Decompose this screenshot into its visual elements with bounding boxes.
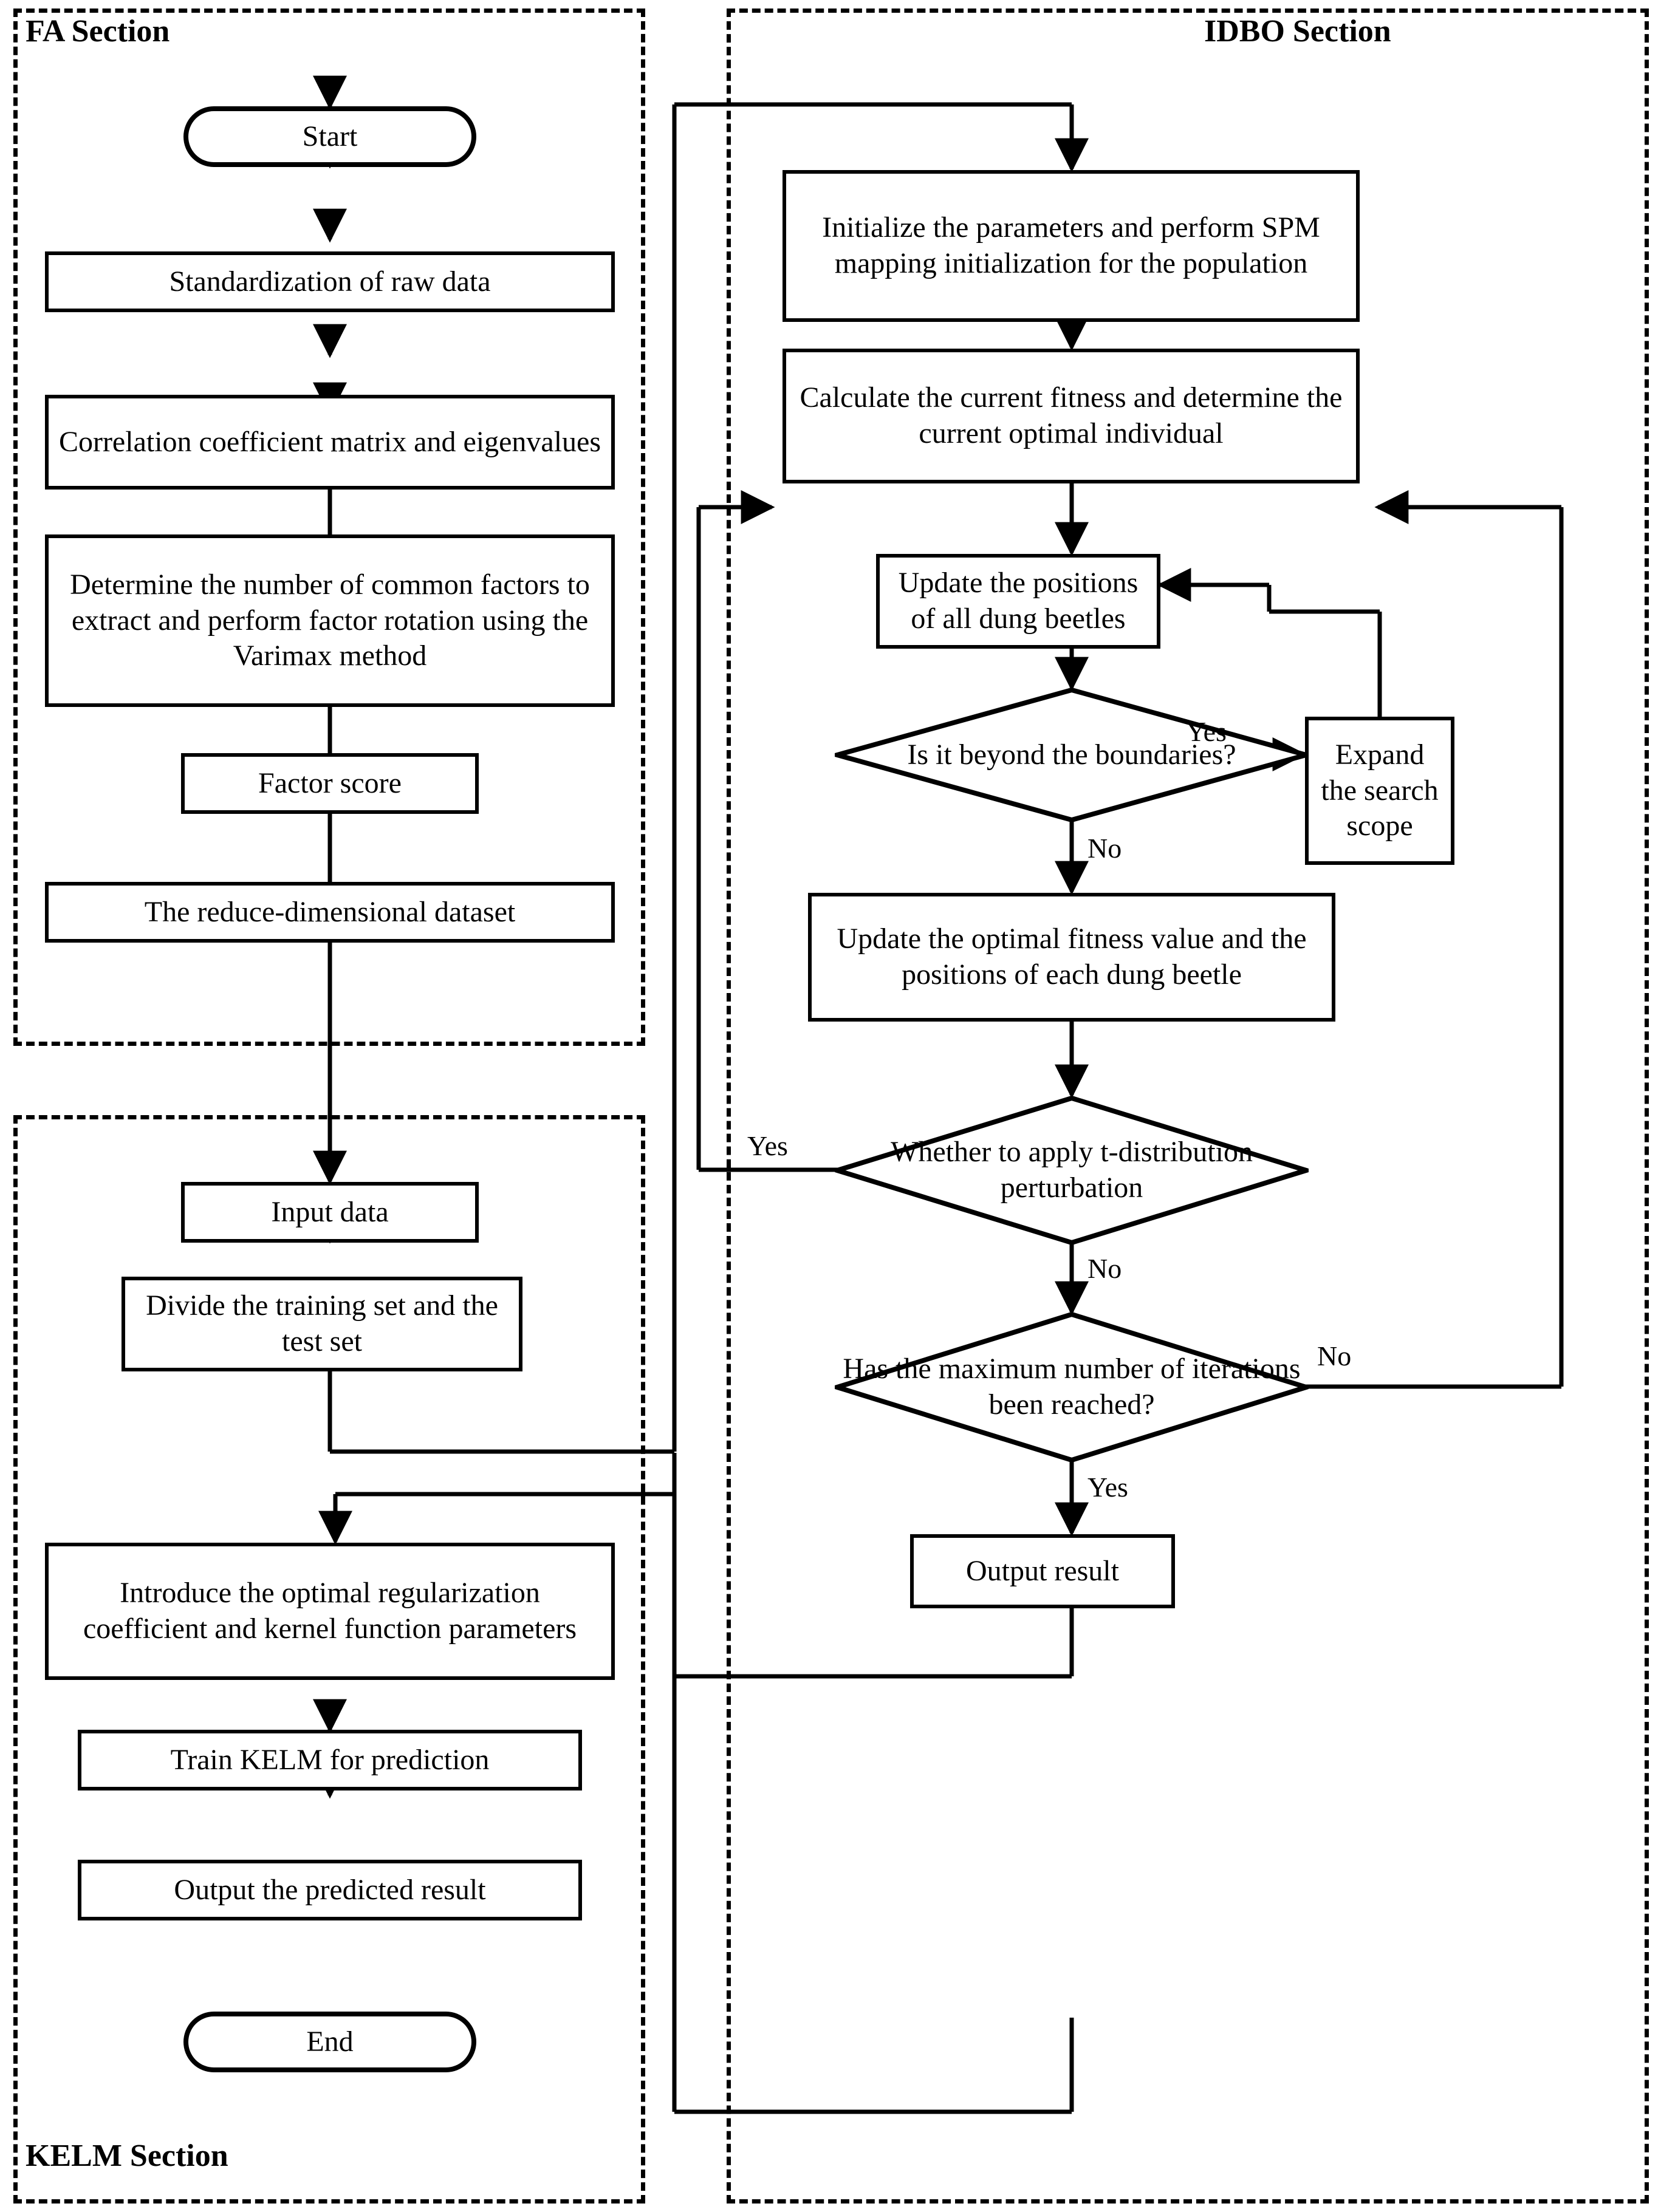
node-beyond-bounds[interactable]: Is it beyond the boundaries?: [835, 688, 1309, 822]
edge-label-bounds-no: No: [1087, 833, 1122, 864]
node-factor-score[interactable]: Factor score: [181, 753, 479, 814]
node-input-data[interactable]: Input data: [181, 1182, 479, 1243]
node-standardization[interactable]: Standardization of raw data: [45, 251, 615, 312]
node-introduce-params-label: Introduce the optimal regularization coe…: [83, 1577, 577, 1645]
node-end[interactable]: End: [183, 2012, 476, 2072]
section-title-idbo: IDBO Section: [1204, 14, 1391, 49]
node-max-iterations[interactable]: Has the maximum number of iterations bee…: [835, 1312, 1309, 1463]
node-output-result[interactable]: Output result: [910, 1534, 1175, 1608]
node-expand-scope[interactable]: Expand the search scope: [1305, 717, 1454, 865]
node-introduce-params[interactable]: Introduce the optimal regularization coe…: [45, 1543, 615, 1680]
node-update-positions[interactable]: Update the positions of all dung beetles: [876, 554, 1160, 649]
node-correlation-matrix[interactable]: Correlation coefficient matrix and eigen…: [45, 395, 615, 490]
section-title-kelm: KELM Section: [26, 2139, 228, 2173]
node-standardization-label: Standardization of raw data: [169, 265, 491, 298]
node-divide-sets[interactable]: Divide the training set and the test set: [122, 1277, 522, 1371]
node-update-optimal[interactable]: Update the optimal fitness value and the…: [808, 893, 1335, 1022]
edge-label-bounds-yes: Yes: [1186, 716, 1227, 747]
edge-label-tdist-yes: Yes: [747, 1130, 788, 1161]
node-determine-factors[interactable]: Determine the number of common factors t…: [45, 534, 615, 707]
node-output-predicted-label: Output the predicted result: [174, 1873, 486, 1906]
node-determine-factors-label: Determine the number of common factors t…: [70, 568, 590, 672]
node-train-kelm-label: Train KELM for prediction: [170, 1743, 490, 1776]
node-start[interactable]: Start: [183, 106, 476, 167]
node-calc-fitness[interactable]: Calculate the current fitness and determ…: [783, 349, 1360, 483]
node-correlation-matrix-label: Correlation coefficient matrix and eigen…: [58, 425, 601, 458]
node-initialize-label: Initialize the parameters and perform SP…: [822, 211, 1320, 279]
node-reduced-dataset[interactable]: The reduce-dimensional dataset: [45, 882, 615, 943]
node-output-result-label: Output result: [966, 1554, 1119, 1587]
node-update-positions-label: Update the positions of all dung beetles: [898, 567, 1139, 635]
node-start-label: Start: [302, 120, 358, 152]
edge-label-tdist-no: No: [1087, 1253, 1122, 1284]
node-reduced-dataset-label: The reduce-dimensional dataset: [144, 895, 516, 928]
node-beyond-bounds-label: Is it beyond the boundaries?: [907, 738, 1236, 771]
node-t-distribution[interactable]: Whether to apply t-distribution perturba…: [835, 1096, 1309, 1245]
node-input-data-label: Input data: [271, 1195, 389, 1228]
node-max-iterations-label: Has the maximum number of iterations bee…: [843, 1353, 1301, 1421]
node-output-predicted[interactable]: Output the predicted result: [78, 1860, 582, 1920]
node-expand-scope-label: Expand the search scope: [1321, 739, 1439, 842]
node-train-kelm[interactable]: Train KELM for prediction: [78, 1730, 582, 1790]
edge-label-iter-no: No: [1317, 1340, 1352, 1371]
node-factor-score-label: Factor score: [258, 766, 402, 799]
node-t-distribution-label: Whether to apply t-distribution perturba…: [891, 1136, 1253, 1204]
node-initialize[interactable]: Initialize the parameters and perform SP…: [783, 170, 1360, 322]
node-calc-fitness-label: Calculate the current fitness and determ…: [800, 381, 1343, 449]
node-divide-sets-label: Divide the training set and the test set: [146, 1289, 498, 1357]
section-title-fa: FA Section: [26, 14, 170, 49]
edge-label-iter-yes: Yes: [1087, 1472, 1128, 1503]
node-end-label: End: [306, 2025, 354, 2058]
section-box-idbo: [727, 9, 1649, 2203]
node-update-optimal-label: Update the optimal fitness value and the…: [837, 923, 1307, 991]
